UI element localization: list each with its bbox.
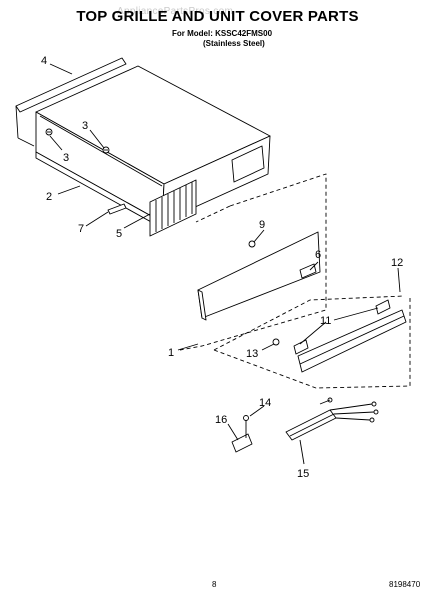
callout-7: 7: [78, 223, 84, 235]
callout-2: 2: [46, 191, 52, 203]
callout-4: 4: [41, 55, 47, 67]
rear-rail: [15, 57, 127, 147]
callout-5: 5: [116, 228, 122, 240]
screw-icon: [45, 128, 110, 154]
callout-11: 11: [320, 315, 331, 327]
ground-clip: [231, 415, 253, 453]
clip-icon: [107, 203, 127, 215]
kick-plate: [297, 309, 407, 373]
callout-13: 13: [246, 348, 258, 360]
callout-6: 6: [315, 249, 321, 261]
page-number: 8: [212, 580, 217, 589]
kickplate-assembly-outline: [213, 295, 411, 389]
callout-3: 3: [82, 120, 88, 132]
callout-9: 9: [259, 219, 265, 231]
leader-lines: [49, 63, 401, 465]
watermark: AppliancePartsPros.com: [117, 6, 234, 17]
unit-cover: [35, 65, 271, 223]
grille-assembly-outline: [179, 173, 327, 351]
callout-12: 12: [391, 257, 403, 269]
grille-panel: [197, 231, 321, 321]
callout-16: 16: [215, 414, 227, 426]
callout-3: 3: [63, 152, 69, 164]
callout-15: 15: [297, 468, 309, 480]
grille-clip-icon: [248, 240, 256, 248]
callout-1: 1: [168, 347, 174, 359]
kickplate-screw-icon: [272, 338, 280, 346]
callout-14: 14: [259, 397, 271, 409]
callout-labels: 4 3 3 2 7 5 9 6 1 12 11 13 14 16 15: [41, 55, 403, 480]
document-number: 8198470: [389, 580, 421, 589]
finish-line: (Stainless Steel): [203, 39, 265, 48]
page-title: TOP GRILLE AND UNIT COVER PARTS: [76, 8, 359, 25]
model-line: For Model: KSSC42FMS00: [172, 29, 273, 38]
side-bracket: [231, 145, 265, 183]
vent-grille: [149, 179, 197, 237]
wire-harness: [285, 397, 379, 441]
